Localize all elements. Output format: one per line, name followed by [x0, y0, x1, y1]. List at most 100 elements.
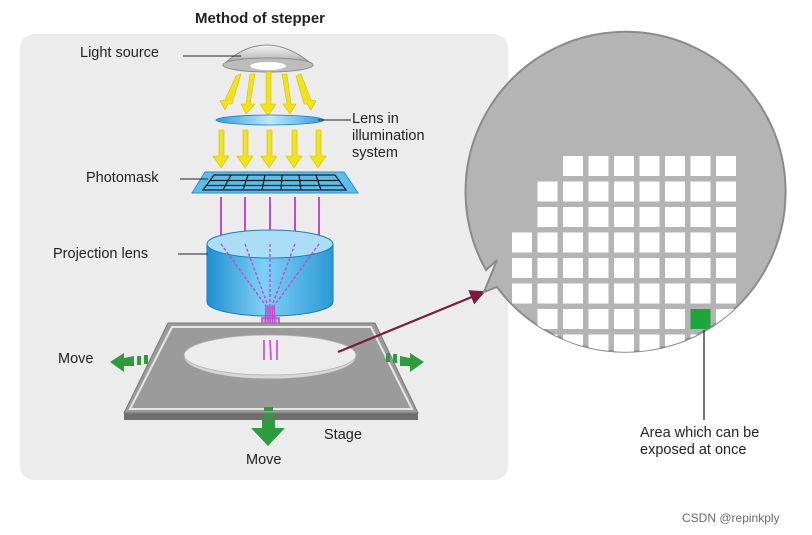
move-right-arrow-icon [386, 353, 424, 372]
move-left-arrow-icon [110, 353, 148, 372]
die [563, 360, 583, 380]
label-move-left: Move [58, 351, 94, 367]
die [665, 283, 685, 304]
die [665, 360, 685, 380]
die [614, 309, 634, 329]
die [690, 283, 711, 304]
die [690, 258, 711, 278]
projection-lens [206, 229, 334, 317]
die [639, 258, 660, 278]
label-area-line1: Area which can be [640, 425, 760, 441]
die [665, 309, 685, 329]
die [665, 232, 685, 253]
die [537, 232, 558, 253]
die [639, 207, 660, 227]
die [665, 156, 685, 176]
label-stage: Stage [324, 427, 362, 443]
die [639, 309, 660, 329]
die [563, 232, 583, 253]
die [614, 360, 634, 380]
light-source-icon [222, 44, 314, 73]
die [588, 207, 609, 227]
die [588, 334, 609, 352]
wafer-zoom [464, 30, 787, 380]
die [639, 283, 660, 304]
die [716, 207, 736, 227]
die [588, 156, 609, 176]
die [716, 156, 736, 176]
die [588, 283, 609, 304]
die [614, 283, 634, 304]
light-rays-collimated [212, 129, 327, 169]
die [614, 181, 634, 202]
watermark: CSDN @repinkply [682, 511, 780, 525]
die [512, 283, 532, 304]
die [588, 258, 609, 278]
die [512, 258, 532, 278]
die [614, 207, 634, 227]
die [716, 181, 736, 202]
die [588, 309, 609, 329]
leader-projection-lens [178, 253, 208, 255]
uv-rays [220, 197, 320, 236]
label-lens-line1: Lens in [352, 111, 399, 127]
label-move-bottom: Move [246, 452, 282, 468]
leader-photomask [180, 178, 208, 180]
diagram-title: Method of stepper [195, 10, 325, 27]
die [716, 309, 736, 329]
die [639, 181, 660, 202]
die [665, 207, 685, 227]
exposed-die [690, 309, 711, 329]
label-illumination-lens: Lens in illumination system [352, 111, 462, 162]
die [563, 334, 583, 352]
label-exposure-area: Area which can be exposed at once [640, 425, 810, 459]
die [563, 181, 583, 202]
die [537, 334, 558, 352]
die [639, 334, 660, 352]
die [690, 181, 711, 202]
label-lens-line3: system [352, 145, 398, 161]
die [588, 232, 609, 253]
die [716, 334, 736, 352]
die [716, 232, 736, 253]
die [614, 258, 634, 278]
die [537, 258, 558, 278]
label-photomask: Photomask [86, 170, 159, 186]
die [537, 207, 558, 227]
die [563, 283, 583, 304]
die [716, 283, 736, 304]
die [512, 232, 532, 253]
die [690, 207, 711, 227]
die [690, 156, 711, 176]
die [690, 232, 711, 253]
die [614, 232, 634, 253]
label-area-line2: exposed at once [640, 442, 747, 458]
die [563, 258, 583, 278]
label-projection-lens: Projection lens [53, 246, 149, 262]
label-lens-line2: illumination [352, 128, 425, 144]
die [614, 334, 634, 352]
die [665, 181, 685, 202]
illumination-lens [215, 114, 325, 126]
die-grid [512, 156, 736, 380]
die [563, 156, 583, 176]
die [639, 156, 660, 176]
die [589, 360, 609, 380]
die [563, 207, 583, 227]
die [537, 309, 558, 329]
zoom-pointer-arrow [337, 290, 486, 354]
die [639, 232, 660, 253]
die [563, 309, 583, 329]
die [716, 360, 736, 380]
label-light-source: Light source [80, 45, 159, 61]
leader-lens [318, 119, 351, 121]
die [716, 258, 736, 278]
light-rays [219, 71, 317, 117]
die [640, 360, 660, 380]
leader-light-source [183, 55, 241, 57]
die [537, 181, 558, 202]
die [614, 156, 634, 176]
die [691, 360, 711, 380]
photomask [191, 171, 359, 194]
